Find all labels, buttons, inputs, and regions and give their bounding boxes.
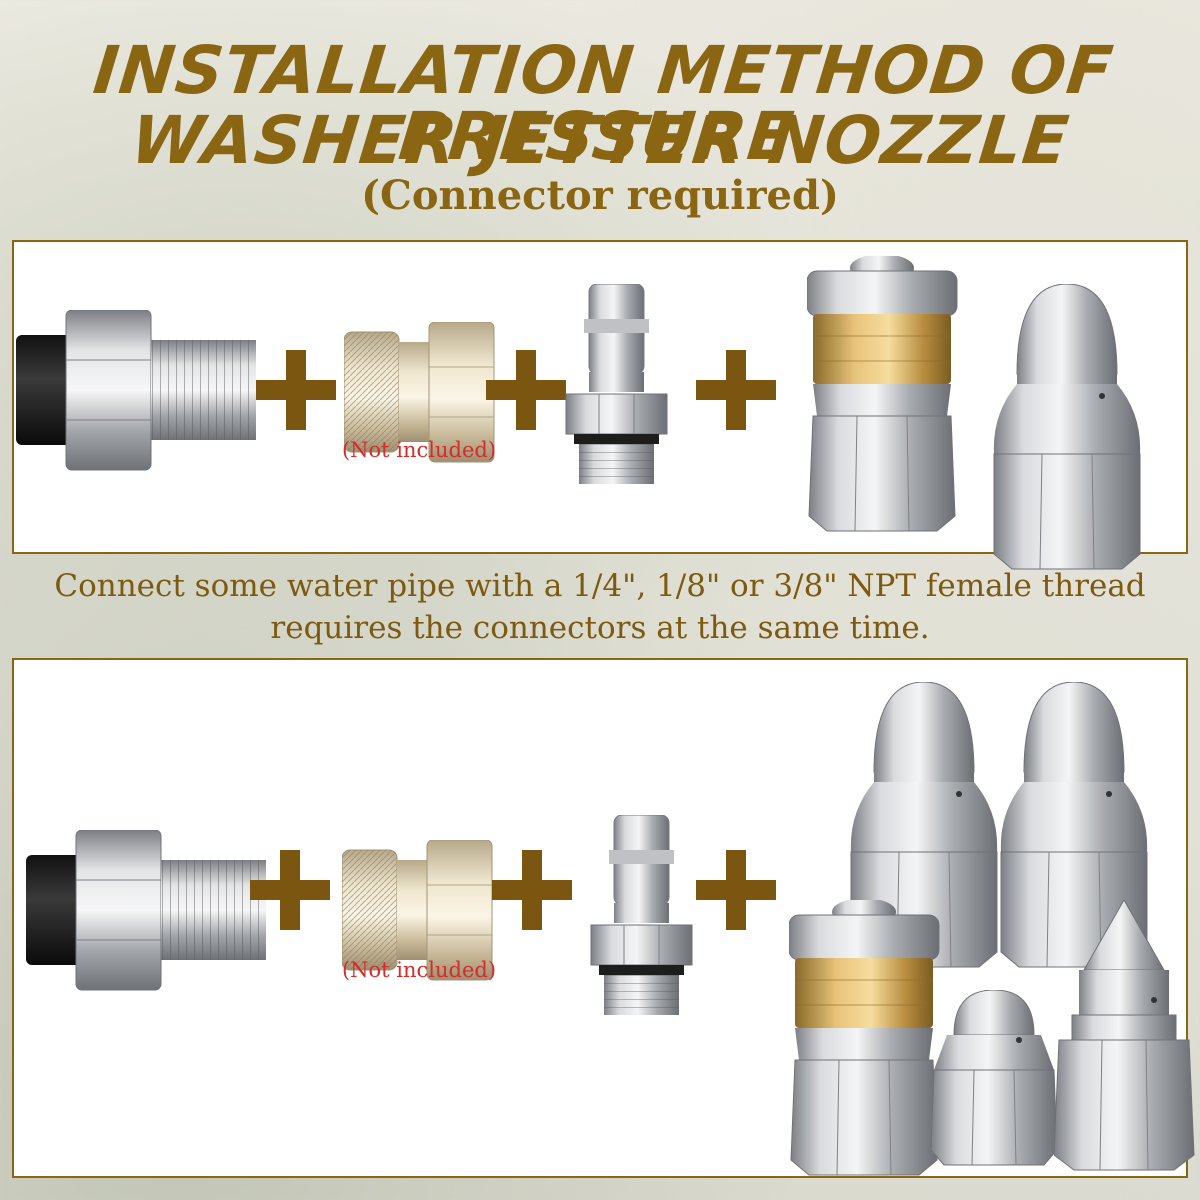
installation-panel-single: (Not included) (12, 240, 1188, 570)
instruction-line1: Connect some water pipe with a 1/4", 1/8… (54, 568, 1146, 604)
not-included-note: (Not included) (341, 438, 497, 462)
plus-icon (250, 850, 330, 930)
dome-nozzle-image (993, 284, 1141, 570)
quick-plug-image (590, 815, 693, 1016)
plus-icon (492, 850, 572, 930)
flat-nozzle-image (930, 990, 1058, 1166)
instruction-line2: requires the connectors at the same time… (270, 610, 930, 646)
plus-icon (486, 350, 566, 430)
plus-icon (696, 850, 776, 930)
quick-plug-image (565, 284, 668, 485)
plus-icon (256, 350, 336, 430)
installation-panel-set: (Not included) (12, 658, 1195, 1178)
not-included-note: (Not included) (341, 958, 497, 982)
plus-icon (696, 350, 776, 430)
pointed-nozzle-image (1054, 900, 1195, 1171)
rotating-nozzle-image (789, 900, 940, 1176)
page-subtitle: (Connector required) (361, 172, 839, 219)
hose-fitting-image (26, 830, 266, 991)
hose-fitting-image (16, 310, 256, 471)
rotating-nozzle-image (807, 256, 958, 532)
page-title-line2: WASHER JETTER NOZZLE (127, 102, 1073, 179)
